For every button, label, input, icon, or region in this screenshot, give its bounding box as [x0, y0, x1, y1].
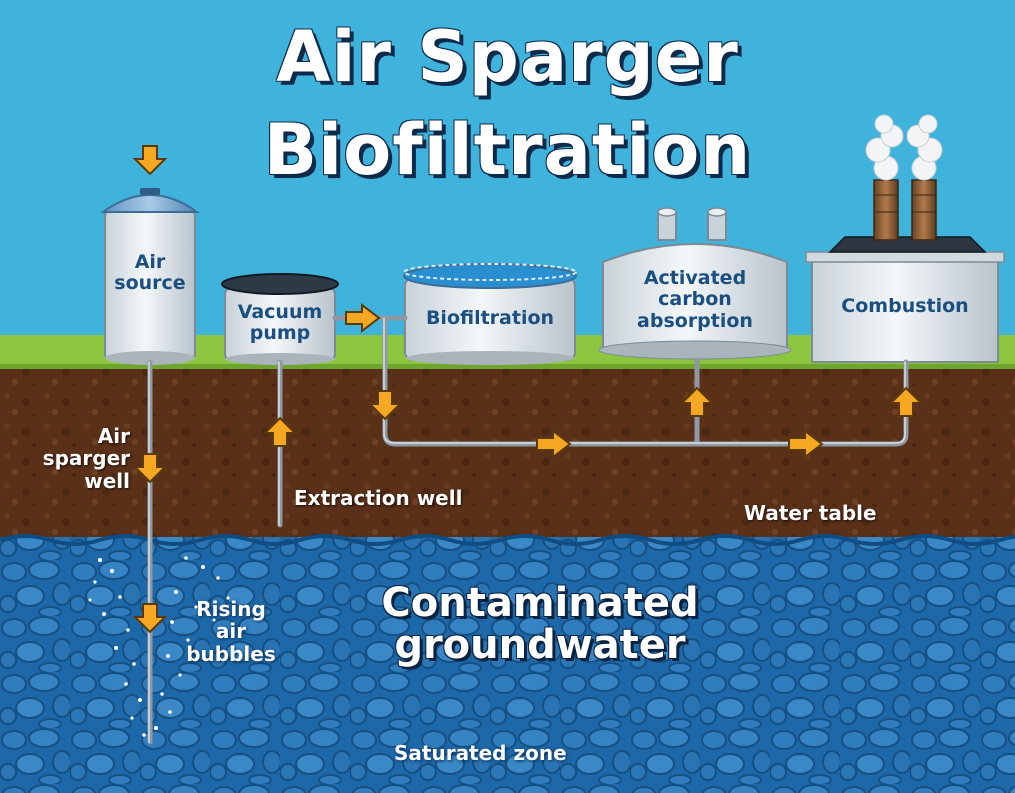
groundwater-layer	[0, 537, 1015, 793]
saturated-zone-label: Saturated zone	[394, 741, 567, 765]
title-line-1: Air Sparger	[276, 16, 739, 98]
vacuum-pump-tank	[221, 273, 339, 365]
water-table-line	[0, 534, 1015, 546]
biofiltration-label: Biofiltration	[425, 307, 555, 329]
combustion-unit	[805, 114, 1005, 363]
rising-air-bubbles-label: Rising air bubbles	[186, 597, 276, 666]
activated-carbon-label: Activated carbon absorption	[637, 267, 753, 332]
activated-carbon-tank	[598, 207, 792, 360]
soil-layer	[0, 369, 1015, 539]
vacuum-pump-label: Vacuum pump	[237, 301, 323, 345]
biofiltration-tank	[403, 263, 577, 365]
air-sparger-well-label: Air sparger well	[42, 424, 130, 493]
water-table-label: Water table	[744, 501, 877, 525]
air-source-tank	[99, 188, 201, 365]
extraction-well-label: Extraction well	[294, 486, 463, 510]
air-bubbles	[88, 556, 230, 737]
combustion-label: Combustion	[841, 295, 969, 317]
smoke-cloud	[865, 114, 943, 181]
air-source-label: Air source	[114, 251, 186, 295]
contaminated-groundwater-label: Contaminated groundwater	[381, 580, 699, 668]
title-line-2: Biofiltration	[263, 109, 752, 191]
